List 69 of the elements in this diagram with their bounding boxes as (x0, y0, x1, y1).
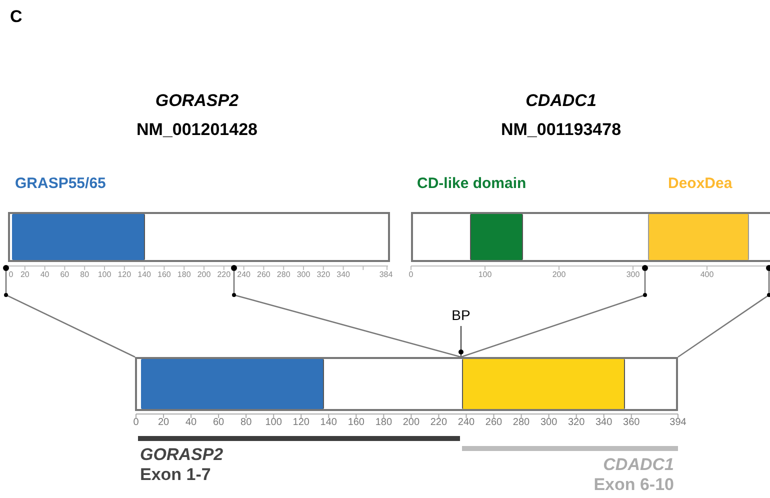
tick-label: 180 (375, 418, 392, 428)
fusion-protein-bar (135, 357, 678, 411)
tick-label: 160 (348, 418, 364, 428)
tick-label: 240 (458, 418, 475, 428)
exon-range: Exon 6-10 (594, 476, 674, 493)
tick-label: 120 (118, 271, 132, 279)
tick-label: 0 (133, 418, 139, 428)
tick-label: 100 (265, 418, 282, 428)
domain-label: GRASP55/65 (15, 176, 106, 191)
tick-label: 394 (670, 418, 686, 428)
tick-label: 400 (700, 271, 714, 279)
tick-label: 200 (552, 271, 566, 279)
domain-label: CD-like domain (417, 176, 526, 191)
domain-block (462, 359, 625, 409)
tick-label: 300 (626, 271, 640, 279)
panel-letter: C (10, 8, 22, 25)
tick-label: 0 (408, 271, 414, 279)
domain-block (470, 214, 523, 260)
tick-label: 80 (80, 271, 90, 279)
tick-label: 280 (276, 271, 290, 279)
gene-name: CDADC1 (603, 456, 674, 473)
tick-label: 0 (8, 271, 14, 279)
transcript-id: NM_001193478 (500, 121, 622, 138)
tick-label: 20 (20, 271, 30, 279)
tick-label: 320 (316, 271, 330, 279)
tick-label: 100 (478, 271, 492, 279)
tick-label: 220 (217, 271, 231, 279)
gene-name: GORASP2 (140, 446, 224, 463)
tick-label: 320 (568, 418, 585, 428)
mapping-line (233, 268, 462, 358)
protein-bar (8, 212, 390, 262)
domain-block (648, 214, 749, 260)
tick-label: 340 (595, 418, 612, 428)
tick-label: 40 (40, 271, 50, 279)
domain-block (141, 359, 324, 409)
tick-label: 40 (185, 418, 197, 428)
tick-label: 140 (138, 271, 151, 279)
tick-label: 260 (485, 418, 502, 428)
gene-name: GORASP2 (155, 92, 239, 109)
tick-label: 340 (336, 271, 350, 279)
tick-label: 384 (379, 271, 393, 279)
tick-label: 300 (540, 418, 558, 428)
domain-label: DeoxDea (668, 176, 732, 191)
mapping-line (460, 268, 646, 358)
tick-label: 80 (240, 418, 252, 428)
domain-block (12, 214, 145, 260)
transcript-id: NM_001201428 (136, 121, 258, 138)
tick-label: 120 (292, 418, 310, 428)
mapping-line (5, 268, 136, 358)
tick-label: 60 (60, 271, 70, 279)
tick-label: 220 (430, 418, 448, 428)
mapping-line (678, 268, 770, 358)
breakpoint-label: BP (452, 308, 470, 322)
tick-label: 260 (257, 271, 270, 279)
tick-label: 160 (158, 271, 171, 279)
tick-label: 60 (212, 418, 224, 428)
tick-label: 200 (197, 271, 211, 279)
tick-label: 280 (512, 418, 530, 428)
gene-name: CDADC1 (526, 92, 596, 109)
tick-label: 180 (177, 271, 191, 279)
tick-label: 20 (158, 418, 170, 428)
tick-label: 300 (296, 271, 310, 279)
tick-label: 360 (623, 418, 640, 428)
exon-range: Exon 1-7 (140, 466, 211, 483)
protein-bar (411, 212, 770, 262)
tick-label: 140 (320, 418, 337, 428)
tick-label: 100 (98, 271, 112, 279)
tick-label: 200 (402, 418, 420, 428)
tick-label: 240 (237, 271, 250, 279)
